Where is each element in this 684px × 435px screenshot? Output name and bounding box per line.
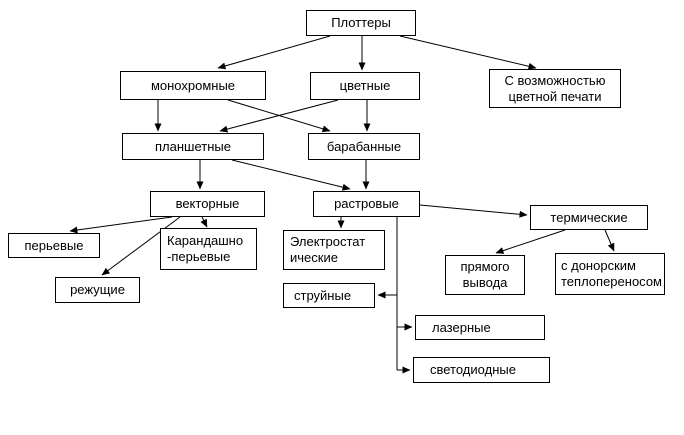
- node-led: светодиодные: [413, 357, 550, 383]
- node-plotters: Плоттеры: [306, 10, 416, 36]
- edge-vector-pen: [69, 216, 173, 234]
- edge-color-flatbed: [219, 99, 339, 133]
- edge-vector-pencil-pen: [200, 216, 208, 228]
- node-color: цветные: [310, 72, 420, 100]
- node-inkjet: струйные: [283, 283, 375, 308]
- edge-plotters-monochrome: [217, 35, 331, 70]
- node-pen: перьевые: [8, 233, 100, 258]
- node-donor-transfer: с донорским теплопереносом: [555, 253, 665, 295]
- node-vector: векторные: [150, 191, 265, 217]
- node-cutting: режущие: [55, 277, 140, 303]
- node-flatbed: планшетные: [122, 133, 264, 160]
- edge-thermal-direct-output: [495, 229, 566, 254]
- node-color-capable: С возможностью цветной печати: [489, 69, 621, 108]
- node-drum: барабанные: [308, 133, 420, 160]
- node-laser: лазерные: [415, 315, 545, 340]
- node-pencil-pen: Карандашно -перьевые: [160, 228, 257, 270]
- edge-plotters-color-capable: [399, 35, 537, 70]
- edge-flatbed-raster: [231, 159, 351, 191]
- node-electrostatic: Электростат ические: [283, 230, 385, 270]
- node-thermal: термические: [530, 205, 648, 230]
- node-raster: растровые: [313, 191, 420, 217]
- edge-raster-thermal: [419, 204, 528, 218]
- edge-thermal-donor: [604, 229, 615, 252]
- edge-vector-cutting: [101, 216, 181, 276]
- node-monochrome: монохромные: [120, 71, 266, 100]
- node-direct-output: прямого вывода: [445, 255, 525, 295]
